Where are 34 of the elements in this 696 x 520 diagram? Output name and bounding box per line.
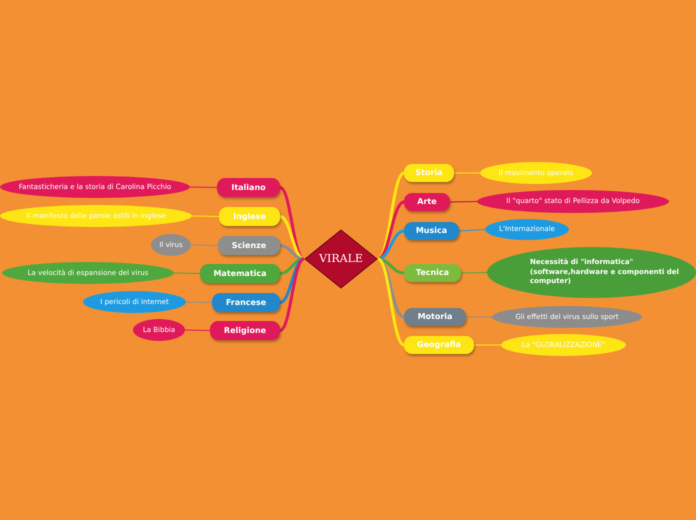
topic-pill: Matematica (200, 264, 280, 283)
connector (280, 244, 304, 260)
topic-pill: Musica (404, 222, 459, 240)
topic-pill: Francese (212, 293, 280, 312)
connector (378, 258, 404, 274)
topic-pill: Tecnica (404, 264, 461, 282)
connector (184, 330, 210, 331)
topic-pill: Geografia (404, 336, 474, 354)
connector (186, 302, 212, 303)
connector (190, 186, 218, 188)
topic-pill: Motoria (404, 308, 466, 326)
center-diamond: VIRALE (304, 229, 378, 289)
connector (466, 316, 492, 318)
connector (454, 172, 480, 174)
connector (192, 216, 220, 217)
connector (474, 344, 502, 346)
connector (174, 272, 200, 274)
connector (190, 244, 218, 246)
connector (279, 258, 305, 332)
topic-pill: Inglese (219, 207, 280, 226)
connector (377, 200, 405, 260)
topic-pill: Scienze (218, 236, 280, 255)
connector (377, 258, 405, 346)
connector (460, 272, 488, 274)
connector (458, 229, 486, 232)
topic-pill: Italiano (217, 178, 280, 197)
topic-pill: Arte (404, 193, 450, 211)
connector (378, 230, 404, 260)
topic-pill: Religione (210, 321, 280, 340)
topic-pill: Storia (404, 164, 454, 182)
connector (377, 258, 405, 318)
connector (450, 201, 478, 202)
connector (280, 258, 304, 275)
connector (280, 215, 304, 260)
